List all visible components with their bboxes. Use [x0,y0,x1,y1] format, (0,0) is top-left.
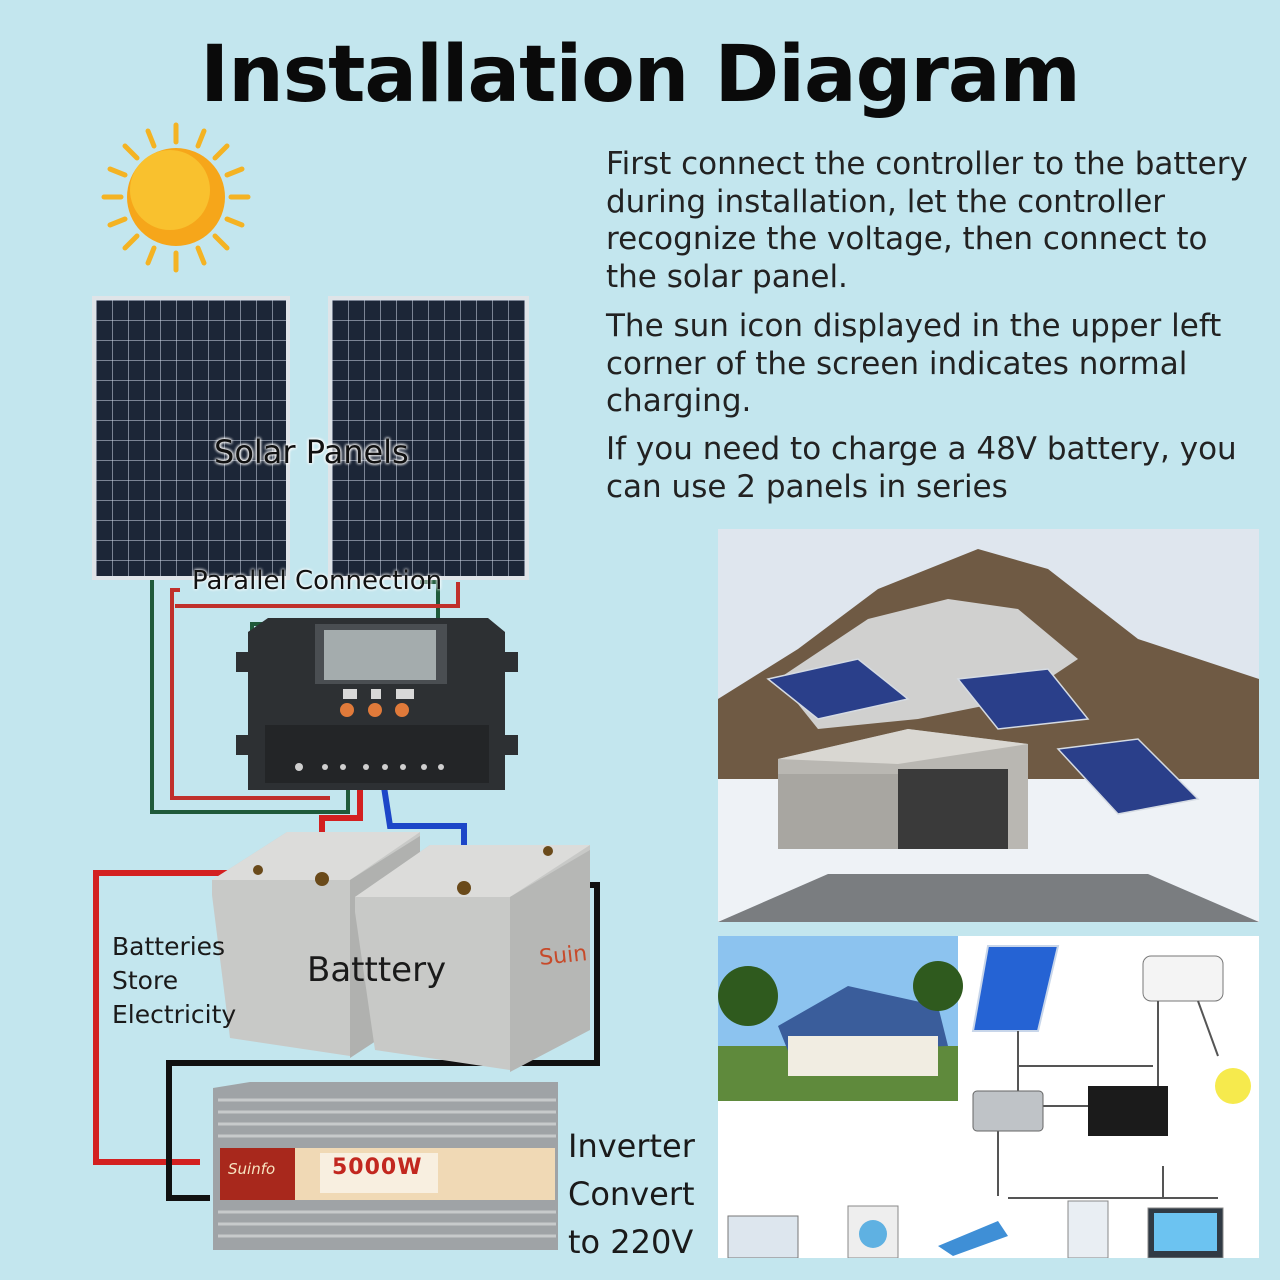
inverter-brand: Suinfo [228,1160,276,1178]
installation-photo [718,529,1259,922]
solar-panels-label: Solar Panels [214,433,409,471]
page-title: Installation Diagram [200,30,1081,120]
inverter-label: Inverter Convert to 220V [568,1127,695,1261]
instruction-paragraph-3: If you need to charge a 48V battery, you… [606,431,1237,505]
inverter-rating: 5000W [332,1155,423,1180]
controller-button-2 [368,703,382,717]
svg-text:Suin: Suin [538,941,588,971]
batteries-store-label: Batteries Store Electricity [112,932,237,1029]
red-wire-right [175,582,460,608]
instruction-paragraph-2: The sun icon displayed in the upper left… [606,308,1222,419]
red-wire-left [170,588,330,800]
controller-button-3 [395,703,409,717]
sun-icon [101,122,251,273]
parallel-connection-label: Parallel Connection [192,566,443,596]
battery-right: Suin [355,845,590,1072]
controller-screen [324,630,436,680]
system-schematic-photo [718,936,1259,1258]
inverter-device [213,1082,558,1250]
controller-button-1 [340,703,354,717]
charge-controller [236,618,518,790]
solar-panel-right [328,296,529,580]
instruction-paragraph-1: First connect the controller to the batt… [606,146,1248,295]
battery-label: Batttery [307,950,447,990]
solar-panel-left [92,296,290,580]
red-wire-battery-inverter [93,870,312,1165]
